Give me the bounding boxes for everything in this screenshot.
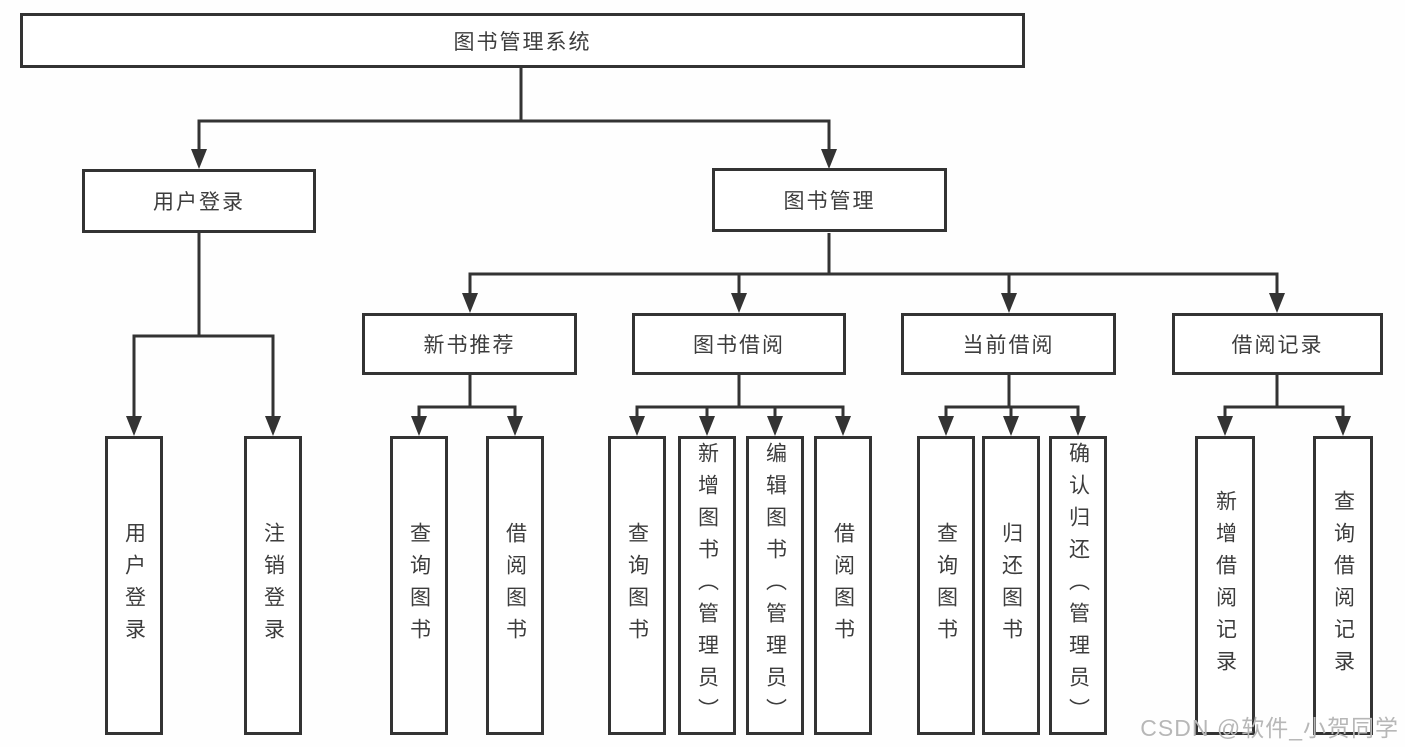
leaf-edit-book-admin: 编辑图书（管理员）: [746, 436, 804, 735]
node-user-login: 用户登录: [82, 169, 316, 233]
node-label: 图书管理: [783, 190, 876, 213]
leaf-label: 查询图书: [934, 521, 958, 650]
leaf-user-login: 用户登录: [105, 436, 163, 735]
node-label: 用户登录: [153, 191, 245, 214]
leaf-confirm-return-admin: 确认归还（管理员）: [1049, 436, 1107, 735]
leaf-add-book-admin: 新增图书（管理员）: [678, 436, 736, 735]
node-borrow-record: 借阅记录: [1172, 313, 1383, 375]
leaf-label: 归还图书: [999, 521, 1023, 650]
node-label: 借阅记录: [1231, 334, 1324, 357]
leaf-borrow-book: 借阅图书: [814, 436, 872, 735]
leaf-return-book: 归还图书: [982, 436, 1040, 735]
leaf-label: 查询借阅记录: [1331, 489, 1355, 682]
leaf-label: 借阅图书: [831, 521, 855, 650]
leaf-label: 新增图书（管理员）: [695, 441, 719, 730]
leaf-query-book-borrow: 查询图书: [608, 436, 666, 735]
node-label: 图书借阅: [693, 334, 785, 357]
leaf-query-book-recommend: 查询图书: [390, 436, 448, 735]
leaf-borrow-book-recommend: 借阅图书: [486, 436, 544, 735]
leaf-label: 新增借阅记录: [1213, 489, 1237, 682]
node-book-management: 图书管理: [712, 168, 947, 232]
leaf-query-borrow-record: 查询借阅记录: [1313, 436, 1373, 735]
leaf-label: 查询图书: [625, 521, 649, 650]
leaf-label: 查询图书: [407, 521, 431, 650]
node-new-book-recommend: 新书推荐: [362, 313, 577, 375]
leaf-label: 编辑图书（管理员）: [763, 441, 787, 730]
node-label: 新书推荐: [423, 334, 516, 357]
arrowheads: [126, 149, 1351, 436]
node-current-borrow: 当前借阅: [901, 313, 1116, 375]
leaf-label: 借阅图书: [503, 521, 527, 650]
leaf-query-book-current: 查询图书: [917, 436, 975, 735]
leaf-label: 用户登录: [122, 521, 146, 650]
leaf-logout: 注销登录: [244, 436, 302, 735]
leaf-add-borrow-record: 新增借阅记录: [1195, 436, 1255, 735]
leaf-label: 确认归还（管理员）: [1066, 441, 1090, 730]
node-book-borrow: 图书借阅: [632, 313, 846, 375]
leaf-label: 注销登录: [261, 521, 285, 650]
csdn-watermark: CSDN @软件_小贺同学: [1140, 715, 1399, 741]
node-library-management-system: 图书管理系统: [20, 13, 1025, 68]
node-label: 图书管理系统: [453, 30, 592, 54]
node-label: 当前借阅: [962, 334, 1055, 357]
